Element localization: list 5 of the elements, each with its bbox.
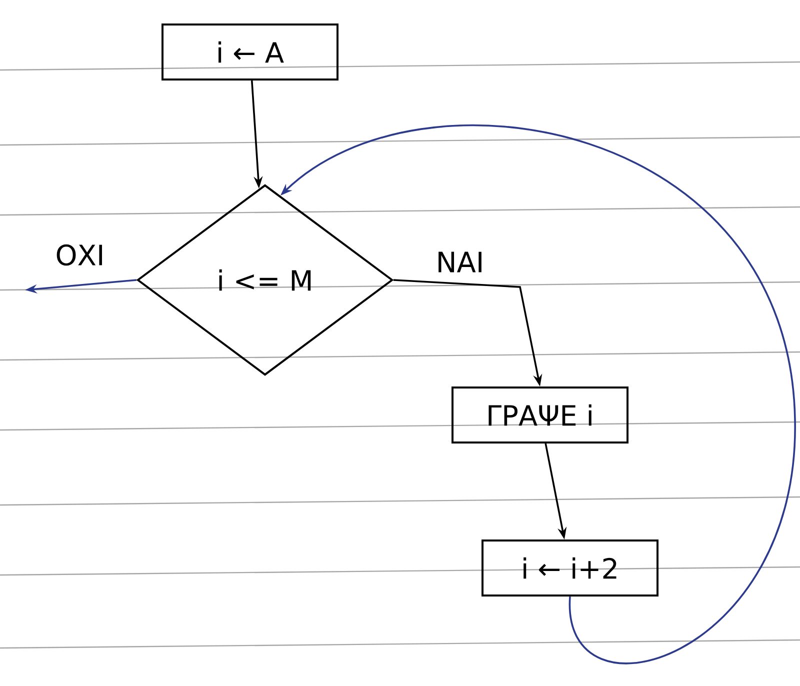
edge-label: ΝΑΙ <box>434 250 486 274</box>
process-box: i ← A <box>162 24 338 80</box>
process-box: i ← i+2 <box>482 540 658 596</box>
process-box: ΓΡΑΨΕ i <box>452 386 628 444</box>
edge-label: ΟΧΙ <box>53 242 107 268</box>
